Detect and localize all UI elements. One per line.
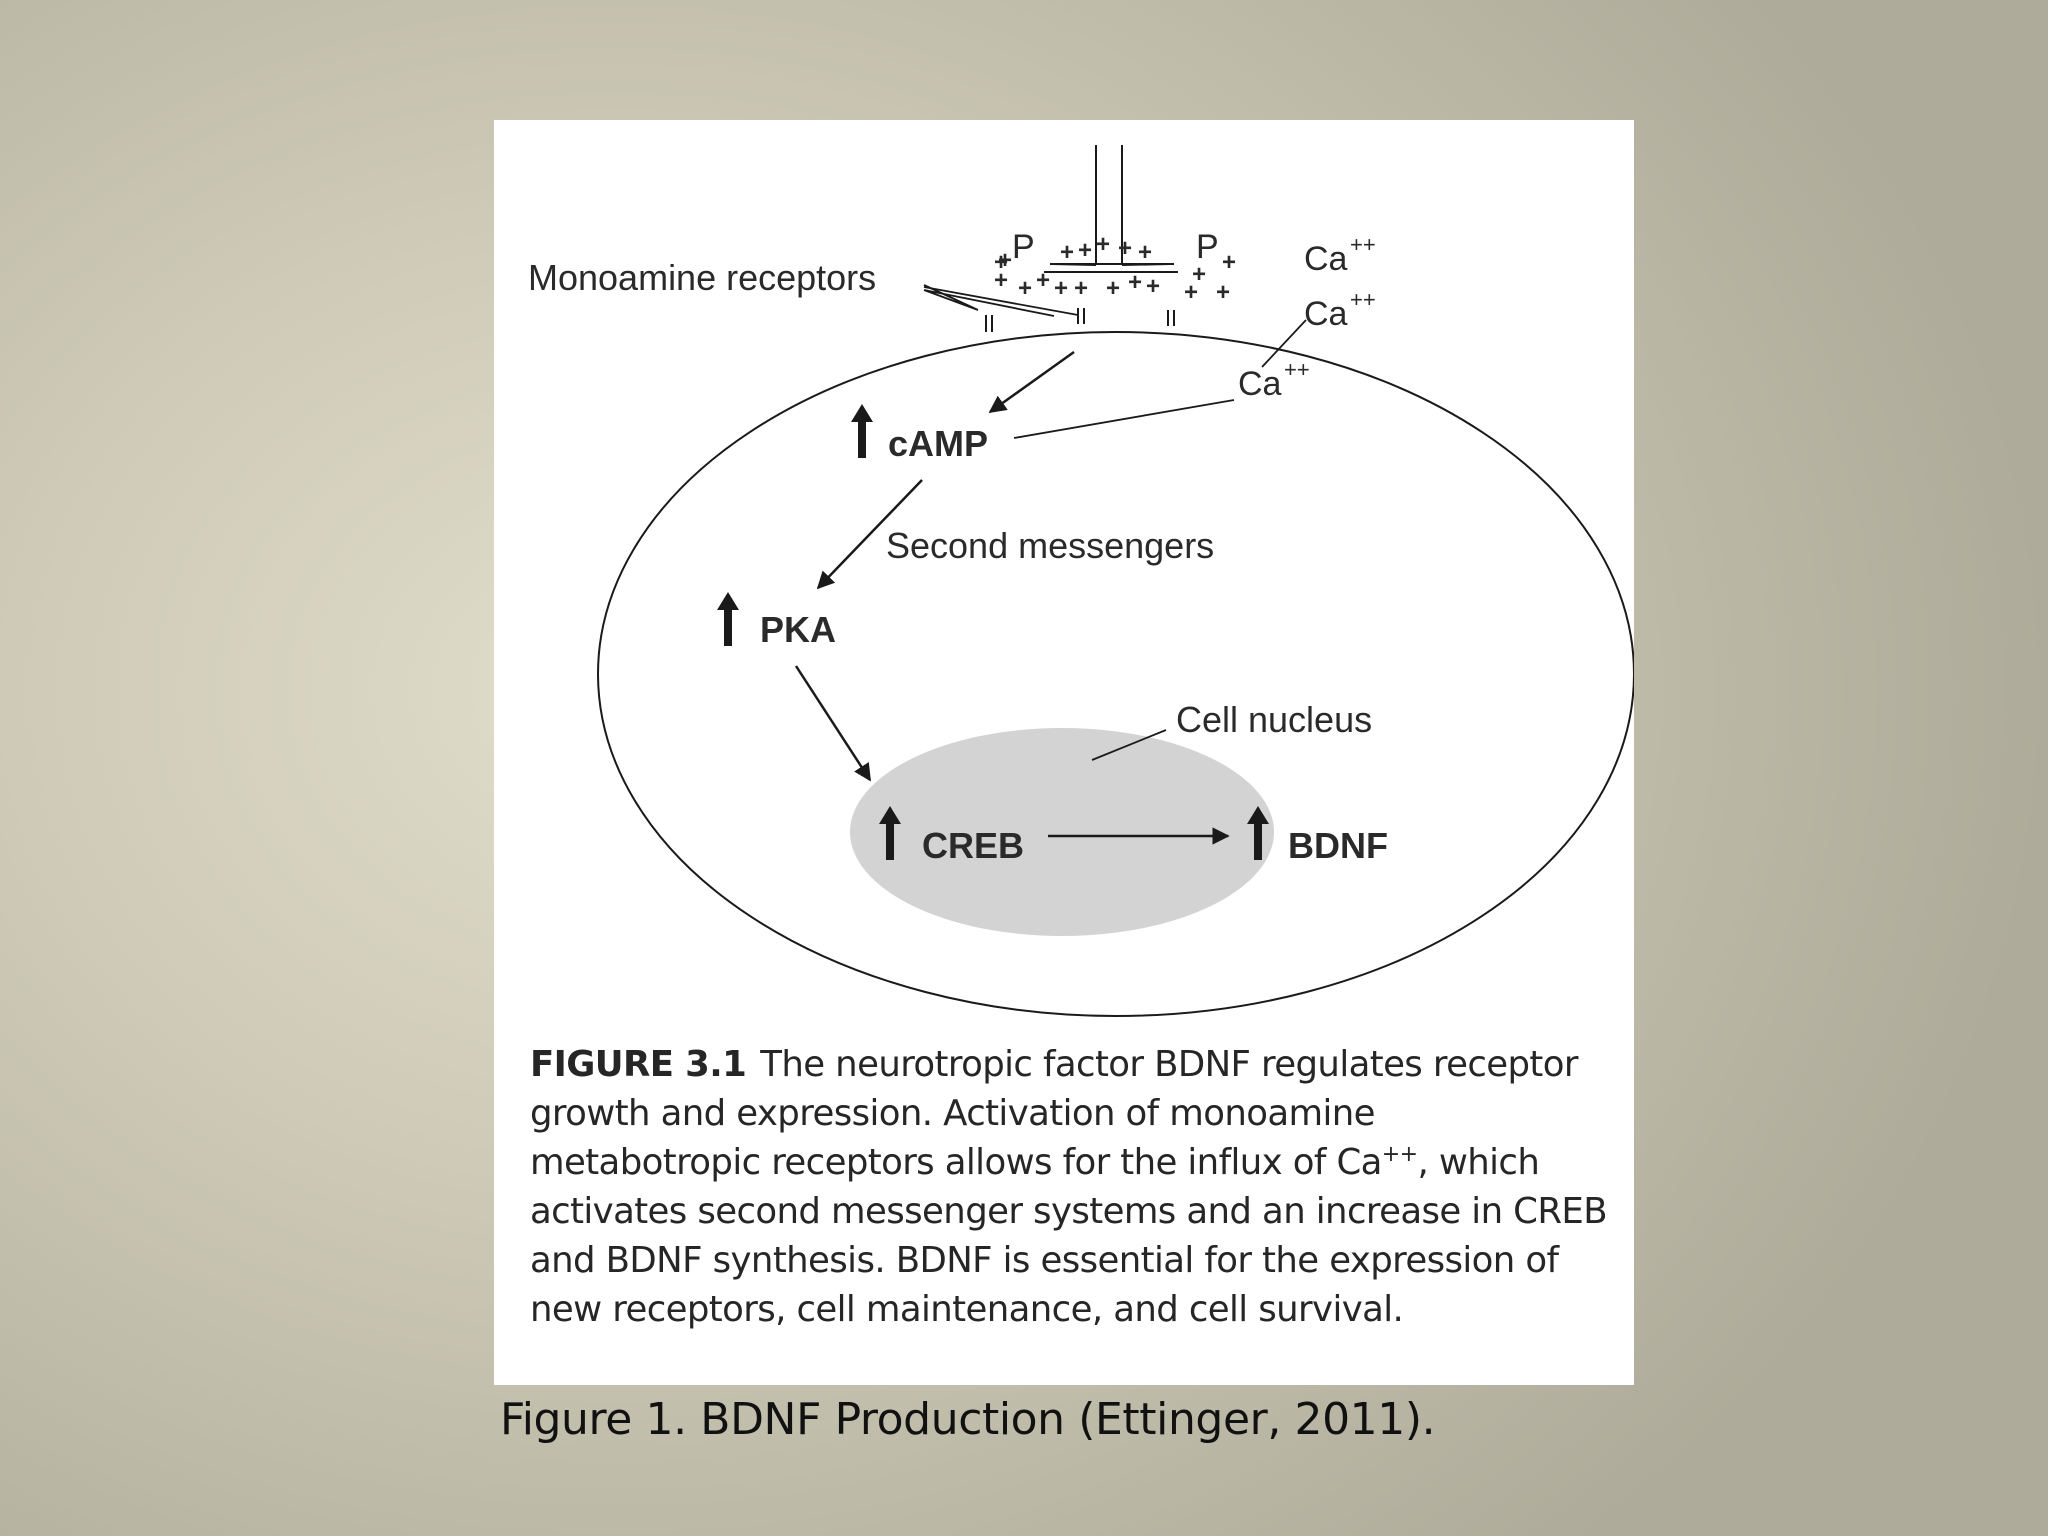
presynaptic-terminal (1044, 145, 1178, 273)
p-label-left: P (1012, 228, 1035, 266)
svg-text:++: ++ (1350, 287, 1376, 312)
svg-text:+: + (994, 267, 1008, 294)
receptor-to-camp-arrow (988, 350, 1075, 414)
camp-to-pka-arrow (816, 479, 923, 590)
figure-panel: Monoamine receptors P P + + + + + + + + … (494, 120, 1634, 1385)
cell-membrane (597, 331, 1634, 1017)
camp-up-arrow-icon (851, 404, 873, 458)
svg-text:+: + (1222, 249, 1236, 276)
svg-text:+: + (1018, 275, 1032, 302)
svg-text:++: ++ (1284, 357, 1310, 382)
svg-text:Ca: Ca (1304, 295, 1348, 333)
svg-text:+: + (1184, 279, 1198, 306)
receptor-marks (985, 308, 1175, 332)
figure-caption-text-part2: , which activates second messenger syste… (530, 1142, 1608, 1330)
figure-caption-superscript: ++ (1381, 1142, 1418, 1168)
calcium-entry-line (1261, 319, 1307, 368)
bdnf-label: BDNF (1288, 825, 1388, 866)
svg-text:+: + (1078, 237, 1092, 264)
cell-nucleus-leader-line (1091, 729, 1167, 761)
pka-up-arrow-icon (717, 592, 739, 646)
svg-text:+: + (1054, 275, 1068, 302)
svg-text:+: + (998, 247, 1012, 274)
calcium-ions: Ca ++ Ca ++ Ca ++ (1238, 232, 1376, 403)
camp-label: cAMP (888, 423, 988, 464)
pka-label: PKA (760, 609, 836, 650)
svg-text:+: + (1118, 235, 1132, 262)
monoamine-receptors-label: Monoamine receptors (528, 257, 876, 298)
svg-text:+: + (1060, 239, 1074, 266)
svg-text:+: + (1074, 275, 1088, 302)
svg-text:Ca: Ca (1304, 240, 1348, 278)
cell-nucleus-label: Cell nucleus (1176, 699, 1372, 740)
p-label-right: P (1196, 228, 1219, 266)
creb-label: CREB (922, 825, 1024, 866)
bdnf-pathway-diagram: Monoamine receptors P P + + + + + + + + … (528, 145, 1634, 1017)
svg-text:+: + (1036, 267, 1050, 294)
second-messengers-label: Second messengers (886, 525, 1214, 566)
svg-text:+: + (1146, 273, 1160, 300)
slide-caption: Figure 1. BDNF Production (Ettinger, 201… (500, 1394, 1436, 1445)
svg-text:Ca: Ca (1238, 365, 1282, 403)
monoamine-leader-lines (923, 284, 1079, 317)
calcium-to-camp-line (1013, 399, 1235, 439)
figure-caption-text-part1: The neurotropic factor BDNF regulates re… (530, 1044, 1578, 1183)
svg-text:+: + (1128, 269, 1142, 296)
svg-text:+: + (1192, 261, 1206, 288)
svg-text:+: + (994, 249, 1008, 276)
figure-caption-label: FIGURE 3.1 (530, 1044, 747, 1085)
positive-ions: + + + + + + + + + + + + + + + + + + + (994, 231, 1236, 306)
svg-text:++: ++ (1350, 232, 1376, 257)
svg-text:+: + (1216, 279, 1230, 306)
svg-text:+: + (1096, 231, 1110, 258)
svg-text:+: + (1106, 275, 1120, 302)
pka-to-creb-arrow (794, 665, 872, 782)
cell-nucleus (850, 728, 1274, 936)
svg-text:+: + (1138, 239, 1152, 266)
